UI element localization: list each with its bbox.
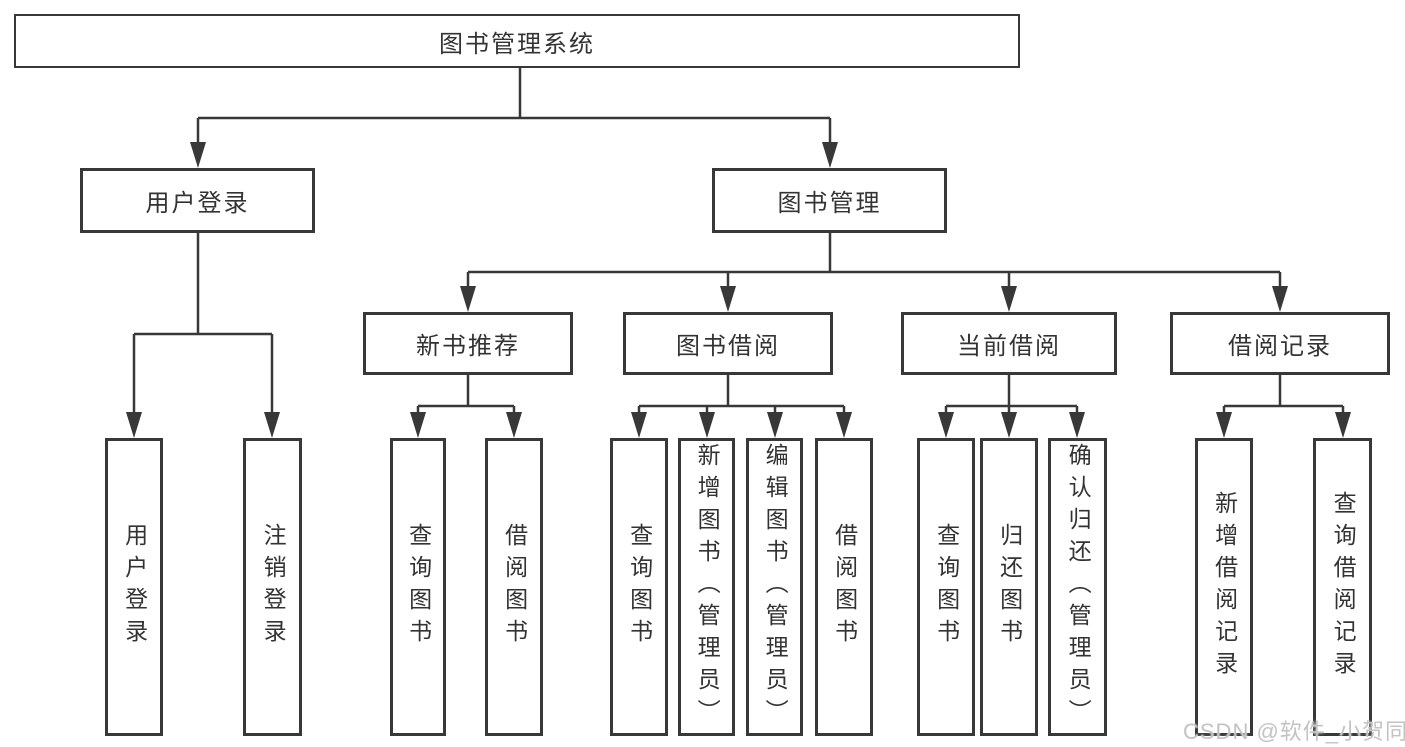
leaf-borrow-books-recommend: 借阅图书: [485, 438, 543, 736]
leaf-label: 查询图书: [933, 523, 960, 651]
leaf-label: 注销登录: [260, 523, 287, 651]
leaf-label: 新增借阅记录: [1211, 491, 1238, 683]
node-label: 用户登录: [145, 190, 250, 217]
leaf-add-book-admin: 新增图书（管理员）: [678, 438, 735, 736]
leaf-label: 查询图书: [405, 523, 432, 651]
leaf-return-book: 归还图书: [980, 438, 1038, 736]
csdn-watermark: CSDN @软件_小贺同学: [1183, 719, 1405, 744]
node-label: 借阅记录: [1228, 333, 1332, 360]
leaf-logout: 注销登录: [243, 438, 302, 736]
node-library-management-system: 图书管理系统: [14, 14, 1020, 68]
node-user-login: 用户登录: [80, 168, 315, 233]
leaf-edit-book-admin: 编辑图书（管理员）: [746, 438, 803, 736]
node-label: 当前借阅: [957, 333, 1061, 360]
node-book-borrowing: 图书借阅: [623, 312, 833, 375]
leaf-label: 借阅图书: [831, 523, 858, 651]
leaf-label: 确认归还（管理员）: [1065, 443, 1092, 731]
leaf-user-login: 用户登录: [105, 438, 163, 736]
leaf-query-books-current: 查询图书: [917, 438, 975, 736]
node-label: 新书推荐: [416, 333, 520, 360]
leaf-label: 查询图书: [626, 523, 653, 651]
leaf-label: 归还图书: [996, 523, 1023, 651]
leaf-label: 用户登录: [121, 523, 148, 651]
leaf-label: 编辑图书（管理员）: [762, 443, 789, 731]
leaf-label: 新增图书（管理员）: [694, 443, 721, 731]
leaf-query-borrow-record: 查询借阅记录: [1313, 438, 1372, 736]
leaf-query-books-borrowing: 查询图书: [610, 438, 668, 736]
node-new-book-recommendation: 新书推荐: [363, 312, 573, 375]
leaf-label: 查询借阅记录: [1330, 491, 1357, 683]
leaf-confirm-return-admin: 确认归还（管理员）: [1048, 438, 1107, 736]
node-label: 图书管理: [777, 190, 882, 217]
node-book-management: 图书管理: [712, 168, 947, 233]
leaf-query-books-recommend: 查询图书: [390, 438, 446, 736]
leaf-label: 借阅图书: [501, 523, 528, 651]
node-borrowing-records: 借阅记录: [1170, 312, 1390, 375]
leaf-borrow-books: 借阅图书: [815, 438, 873, 736]
node-label: 图书借阅: [676, 333, 780, 360]
leaf-add-borrow-record: 新增借阅记录: [1195, 438, 1253, 736]
node-current-borrowing: 当前借阅: [901, 312, 1117, 375]
node-label: 图书管理系统: [439, 30, 595, 58]
